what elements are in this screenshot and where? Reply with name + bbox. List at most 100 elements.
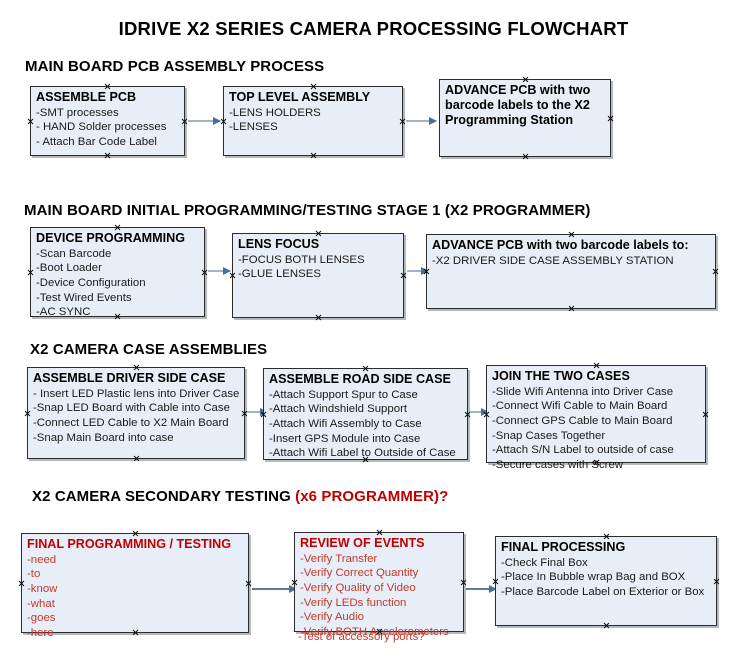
list-item: -here bbox=[27, 626, 54, 639]
node-advance-pcb-x2-programming-station[interactable]: ADVANCE PCB with two barcode labels to t… bbox=[439, 79, 611, 157]
node-lens-focus[interactable]: LENS FOCUS -FOCUS BOTH LENSES -GLUE LENS… bbox=[232, 233, 404, 318]
section-heading-x2-camera-case-assemblies: X2 CAMERA CASE ASSEMBLIES bbox=[30, 341, 267, 358]
resize-handle-top[interactable] bbox=[133, 364, 140, 371]
node-final-programming-testing[interactable]: FINAL PROGRAMMING / TESTING -need -to -k… bbox=[18, 530, 252, 639]
list-item: -Check Final Box bbox=[501, 556, 588, 569]
resize-handle-right[interactable] bbox=[201, 269, 208, 276]
list-item: -Slide Wifi Antenna into Driver Case bbox=[492, 385, 674, 398]
resize-handle-right[interactable] bbox=[702, 411, 709, 418]
list-item: -Snap Main Board into case bbox=[33, 431, 174, 444]
list-item: -Snap LED Board with Cable into Case bbox=[33, 402, 230, 415]
resize-handle-left[interactable] bbox=[27, 269, 34, 276]
list-item: -Snap Cases Together bbox=[492, 429, 606, 442]
node-review-of-events[interactable]: REVIEW OF EVENTS -Verify Transfer -Verif… bbox=[294, 529, 467, 638]
node-item-list: - Insert LED Plastic lens into Driver Ca… bbox=[33, 387, 240, 445]
resize-handle-bottom[interactable] bbox=[603, 622, 610, 629]
node-item-list: -Scan Barcode -Boot Loader -Device Confi… bbox=[36, 247, 200, 320]
arrowhead-icon bbox=[213, 116, 221, 125]
list-item: -goes bbox=[27, 612, 56, 625]
node-title: ADVANCE PCB with two barcode labels to: bbox=[432, 238, 689, 252]
list-item: -Insert GPS Module into Case bbox=[269, 432, 421, 445]
node-advance-pcb-driver-side-case[interactable]: ADVANCE PCB with two barcode labels to: … bbox=[426, 234, 716, 309]
node-item-list: -Attach Support Spur to Case -Attach Win… bbox=[269, 388, 463, 461]
list-item: -Attach Windshield Support bbox=[269, 403, 408, 416]
resize-handle-bottom[interactable] bbox=[310, 152, 317, 159]
resize-handle-top[interactable] bbox=[568, 231, 575, 238]
node-join-the-two-cases[interactable]: JOIN THE TWO CASES -Slide Wifi Antenna i… bbox=[486, 362, 709, 471]
list-item: -Attach Support Spur to Case bbox=[269, 388, 418, 401]
node-title: LENS FOCUS bbox=[238, 237, 320, 251]
resize-handle-top[interactable] bbox=[603, 533, 610, 540]
list-item: -Test Wired Events bbox=[36, 291, 132, 304]
resize-handle-top[interactable] bbox=[315, 230, 322, 237]
resize-handle-bottom[interactable] bbox=[568, 305, 575, 312]
list-item: -Boot Loader bbox=[36, 262, 102, 275]
resize-handle-right[interactable] bbox=[181, 118, 188, 125]
resize-handle-top[interactable] bbox=[310, 83, 317, 90]
resize-handle-top[interactable] bbox=[593, 362, 600, 369]
resize-handle-right[interactable] bbox=[400, 272, 407, 279]
list-item: -Verify Transfer bbox=[300, 552, 378, 565]
connector-lens-focus-to-advance-pcb-driver-side bbox=[407, 266, 429, 275]
list-item: -to bbox=[27, 568, 41, 581]
overflow-list-item-test-accessory-ports: -Test of accessory ports? bbox=[298, 631, 425, 643]
node-assemble-driver-side-case[interactable]: ASSEMBLE DRIVER SIDE CASE - Insert LED P… bbox=[27, 367, 245, 459]
resize-handle-bottom[interactable] bbox=[522, 153, 529, 160]
resize-handle-top[interactable] bbox=[104, 83, 111, 90]
resize-handle-left[interactable] bbox=[220, 118, 227, 125]
resize-handle-top[interactable] bbox=[362, 365, 369, 372]
resize-handle-top[interactable] bbox=[376, 529, 383, 536]
section-heading-text: X2 CAMERA CASE ASSEMBLIES bbox=[30, 341, 268, 358]
connector-assemble-pcb-to-top-level-assembly bbox=[188, 116, 221, 125]
resize-handle-left[interactable] bbox=[27, 118, 34, 125]
resize-handle-bottom[interactable] bbox=[315, 314, 322, 321]
list-item: -GLUE LENSES bbox=[238, 268, 321, 281]
list-item: -LENS HOLDERS bbox=[229, 106, 321, 119]
arrowhead-icon bbox=[289, 584, 297, 593]
list-item: -Attach S/N Label to outside of case bbox=[492, 444, 674, 457]
resize-handle-right[interactable] bbox=[460, 579, 467, 586]
node-top-level-assembly[interactable]: TOP LEVEL ASSEMBLY -LENS HOLDERS -LENSES bbox=[223, 86, 403, 156]
node-title: FINAL PROGRAMMING / TESTING bbox=[27, 537, 232, 551]
resize-handle-right[interactable] bbox=[712, 268, 719, 275]
resize-handle-left[interactable] bbox=[492, 578, 499, 585]
list-item: -Device Configuration bbox=[36, 277, 146, 290]
resize-handle-right[interactable] bbox=[245, 580, 252, 587]
list-item: -Place Barcode Label on Exterior or Box bbox=[501, 586, 705, 599]
resize-handle-top[interactable] bbox=[114, 224, 121, 231]
resize-handle-top[interactable] bbox=[522, 76, 529, 83]
node-title: ASSEMBLE DRIVER SIDE CASE bbox=[33, 371, 226, 385]
list-item: -Secure cases with Screw bbox=[492, 458, 624, 471]
resize-handle-bottom[interactable] bbox=[104, 152, 111, 159]
list-item: -Connect LED Cable to X2 Main Board bbox=[33, 417, 229, 430]
resize-handle-left[interactable] bbox=[24, 410, 31, 417]
resize-handle-right[interactable] bbox=[713, 578, 720, 585]
node-assemble-road-side-case[interactable]: ASSEMBLE ROAD SIDE CASE -Attach Support … bbox=[263, 368, 468, 460]
node-device-programming[interactable]: DEVICE PROGRAMMING -Scan Barcode -Boot L… bbox=[27, 224, 208, 320]
resize-handle-left[interactable] bbox=[18, 580, 25, 587]
resize-handle-top[interactable] bbox=[132, 530, 139, 537]
list-item: -LENSES bbox=[229, 121, 278, 134]
node-assemble-pcb[interactable]: ASSEMBLE PCB -SMT processes - HAND Solde… bbox=[30, 86, 185, 156]
node-item-list: -need -to -know -what -goes -here bbox=[27, 553, 244, 641]
list-item: -Verify LEDs function bbox=[300, 596, 407, 609]
resize-handle-right[interactable] bbox=[607, 115, 614, 122]
resize-handle-right[interactable] bbox=[399, 118, 406, 125]
section-heading-main-board-pcb-assembly: MAIN BOARD PCB ASSEMBLY PROCESS bbox=[25, 58, 324, 75]
list-item: -SMT processes bbox=[36, 106, 119, 119]
connector-review-of-events-to-final-processing bbox=[466, 584, 497, 593]
node-item-list: -SMT processes - HAND Solder processes -… bbox=[36, 106, 180, 150]
list-item: -FOCUS BOTH LENSES bbox=[238, 253, 365, 266]
node-item-list: -Verify Transfer -Verify Correct Quantit… bbox=[300, 552, 459, 640]
list-item: -Verify Correct Quantity bbox=[300, 567, 419, 580]
node-item-list: -LENS HOLDERS -LENSES bbox=[229, 106, 398, 135]
node-final-processing[interactable]: FINAL PROCESSING -Check Final Box -Place… bbox=[495, 536, 717, 626]
connector-road-side-to-join-cases bbox=[470, 407, 489, 416]
section-heading-text: MAIN BOARD INITIAL PROGRAMMING/TESTING S… bbox=[24, 202, 591, 219]
node-title: FINAL PROCESSING bbox=[501, 540, 626, 554]
resize-handle-bottom[interactable] bbox=[133, 455, 140, 462]
node-item-list: -Check Final Box -Place In Bubble wrap B… bbox=[501, 556, 712, 600]
connector-final-programming-to-review-of-events bbox=[252, 584, 297, 593]
list-item: -Scan Barcode bbox=[36, 247, 112, 260]
